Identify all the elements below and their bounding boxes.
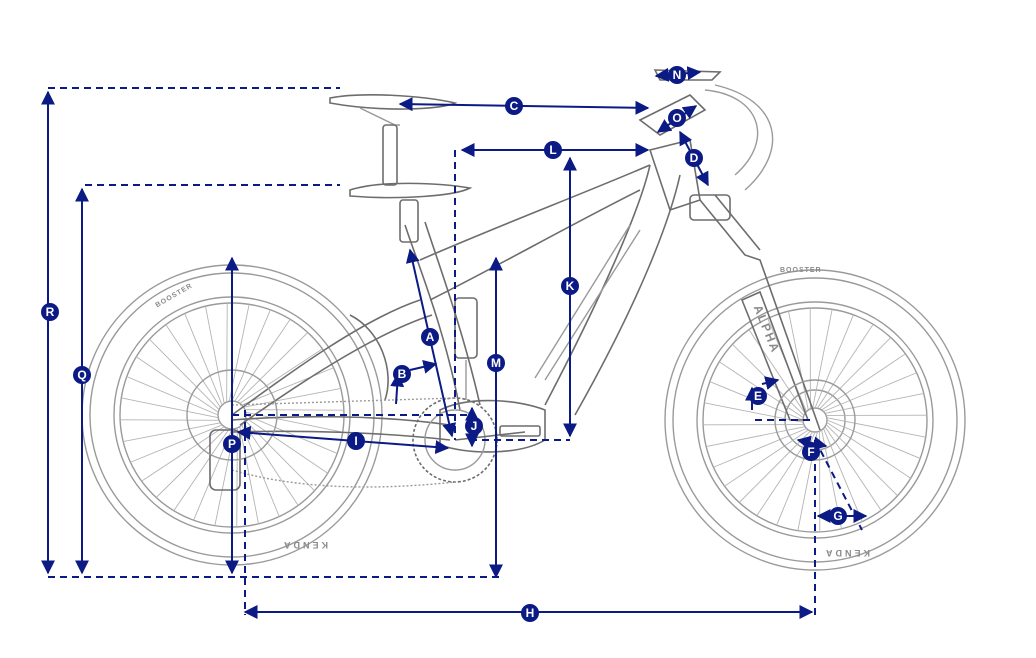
spoke (713, 428, 807, 468)
spoke (706, 426, 806, 447)
drivetrain (186, 369, 541, 491)
svg-text:A: A (426, 330, 435, 344)
label-c: C (505, 97, 523, 115)
label-e: E (749, 387, 767, 405)
spoke (824, 393, 924, 414)
spoke (241, 424, 280, 517)
spoke (123, 422, 221, 442)
label-o: O (668, 109, 686, 127)
label-l: L (544, 141, 562, 159)
rear-tire-brand: KENDA (281, 540, 328, 550)
spoke (812, 309, 833, 409)
label-k: K (561, 277, 579, 295)
saddle-low (349, 182, 473, 243)
label-a: A (421, 328, 439, 346)
dimension-labels: A B C D E F G H I J K L M N O P Q R (41, 66, 847, 622)
svg-text:N: N (673, 68, 682, 82)
spoke (826, 421, 911, 479)
svg-text:L: L (549, 143, 556, 157)
spoke (184, 313, 223, 406)
spoke (826, 417, 926, 438)
label-r: R (41, 303, 59, 321)
label-m: M (487, 354, 505, 372)
label-b: B (393, 365, 411, 383)
spoke (136, 356, 219, 413)
svg-text:F: F (807, 445, 814, 459)
spoke (816, 324, 874, 409)
spoke (823, 372, 917, 412)
spoke (234, 319, 291, 402)
spoke (748, 329, 806, 414)
spoke (173, 428, 230, 511)
svg-text:B: B (398, 367, 407, 381)
spoke (149, 338, 220, 410)
spoke (155, 427, 227, 498)
dimension-lines (41, 66, 868, 619)
spoke (241, 367, 334, 406)
svg-text:E: E (754, 389, 762, 403)
label-q: Q (73, 366, 91, 384)
spoke (704, 402, 804, 423)
svg-text:J: J (471, 419, 478, 433)
svg-text:P: P (228, 437, 236, 451)
label-p: P (223, 435, 241, 453)
label-f: F (802, 443, 820, 461)
spoke (724, 429, 809, 487)
spoke (126, 376, 219, 416)
spoke (205, 306, 225, 404)
svg-text:H: H (526, 606, 535, 620)
spoke (239, 348, 323, 404)
label-j: J (465, 417, 483, 435)
svg-text:D: D (690, 151, 699, 165)
svg-text:M: M (491, 356, 501, 370)
cockpit (638, 69, 774, 221)
spoke (121, 397, 219, 419)
label-g: G (829, 507, 847, 525)
label-d: D (685, 149, 703, 167)
svg-text:K: K (566, 279, 575, 293)
saddle-high (329, 94, 458, 186)
spoke (826, 419, 921, 459)
svg-text:I: I (354, 434, 357, 448)
spoke (788, 311, 809, 411)
spoke (824, 426, 882, 511)
spoke (825, 424, 898, 497)
svg-text:R: R (46, 305, 55, 319)
spoke (819, 337, 892, 410)
spoke (823, 428, 863, 522)
spoke (130, 424, 223, 463)
fork: ALPHA (699, 194, 856, 461)
label-n: N (668, 66, 686, 84)
spoke (756, 431, 814, 516)
bike-sketch: KENDA KENDA BOOSTER BOOSTER (81, 69, 966, 571)
spoke (244, 409, 344, 411)
label-h: H (521, 604, 539, 622)
spoke (237, 332, 309, 403)
spoke (821, 353, 906, 411)
spoke (165, 324, 221, 408)
front-tire-model: BOOSTER (780, 267, 822, 274)
spoke (243, 388, 341, 408)
spoke (814, 314, 854, 409)
svg-text:G: G (833, 509, 842, 523)
front-tire-brand: KENDA (823, 548, 870, 558)
label-i: I (347, 432, 365, 450)
svg-text:C: C (510, 99, 519, 113)
svg-text:Q: Q (77, 368, 86, 382)
spoke (226, 303, 228, 403)
spoke (120, 419, 220, 421)
svg-text:O: O (672, 111, 681, 125)
